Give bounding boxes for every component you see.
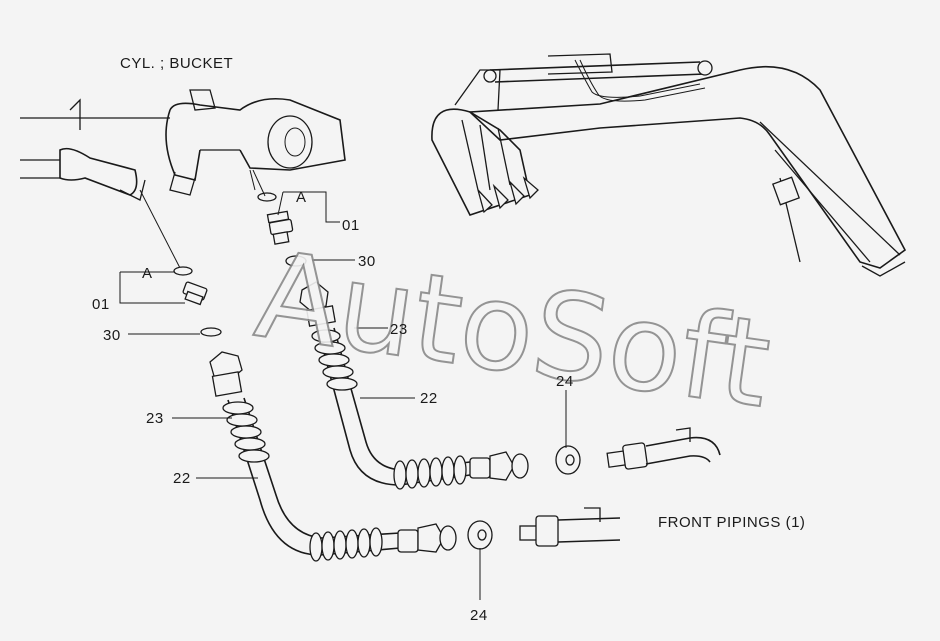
leader-lines [119, 191, 567, 600]
title-cyl-bucket: CYL. ; BUCKET [120, 55, 233, 72]
callout-01-lower: 01 [92, 296, 110, 313]
title-front-pipings: FRONT PIPINGS (1) [658, 514, 805, 531]
bucket-cylinder-illustration [20, 89, 346, 201]
upper-hose-guard [311, 329, 358, 391]
callout-22-lower: 22 [173, 470, 191, 487]
upper-hose-guard-2 [393, 455, 467, 490]
callout-23-upper: 23 [390, 321, 408, 338]
lower-union-fitting [139, 189, 222, 337]
excavator-front-illustration [431, 53, 907, 277]
callout-22-upper: 22 [420, 390, 438, 407]
upper-union-fitting [252, 169, 307, 267]
callout-a-lower: A [142, 265, 153, 282]
callout-24-upper: 24 [556, 373, 574, 390]
watermark-text: AutoSoft [248, 226, 778, 435]
lower-hose-guard [222, 401, 270, 463]
callout-24-lower: 24 [470, 607, 488, 624]
lower-hose-guard-2 [309, 527, 383, 562]
callout-a-upper: A [296, 189, 307, 206]
callout-30-lower: 30 [103, 327, 121, 344]
upper-hose-assembly [299, 281, 529, 490]
lower-hose-assembly [209, 351, 457, 562]
callout-30-upper: 30 [358, 253, 376, 270]
callout-23-lower: 23 [146, 410, 164, 427]
callout-01-upper: 01 [342, 217, 360, 234]
